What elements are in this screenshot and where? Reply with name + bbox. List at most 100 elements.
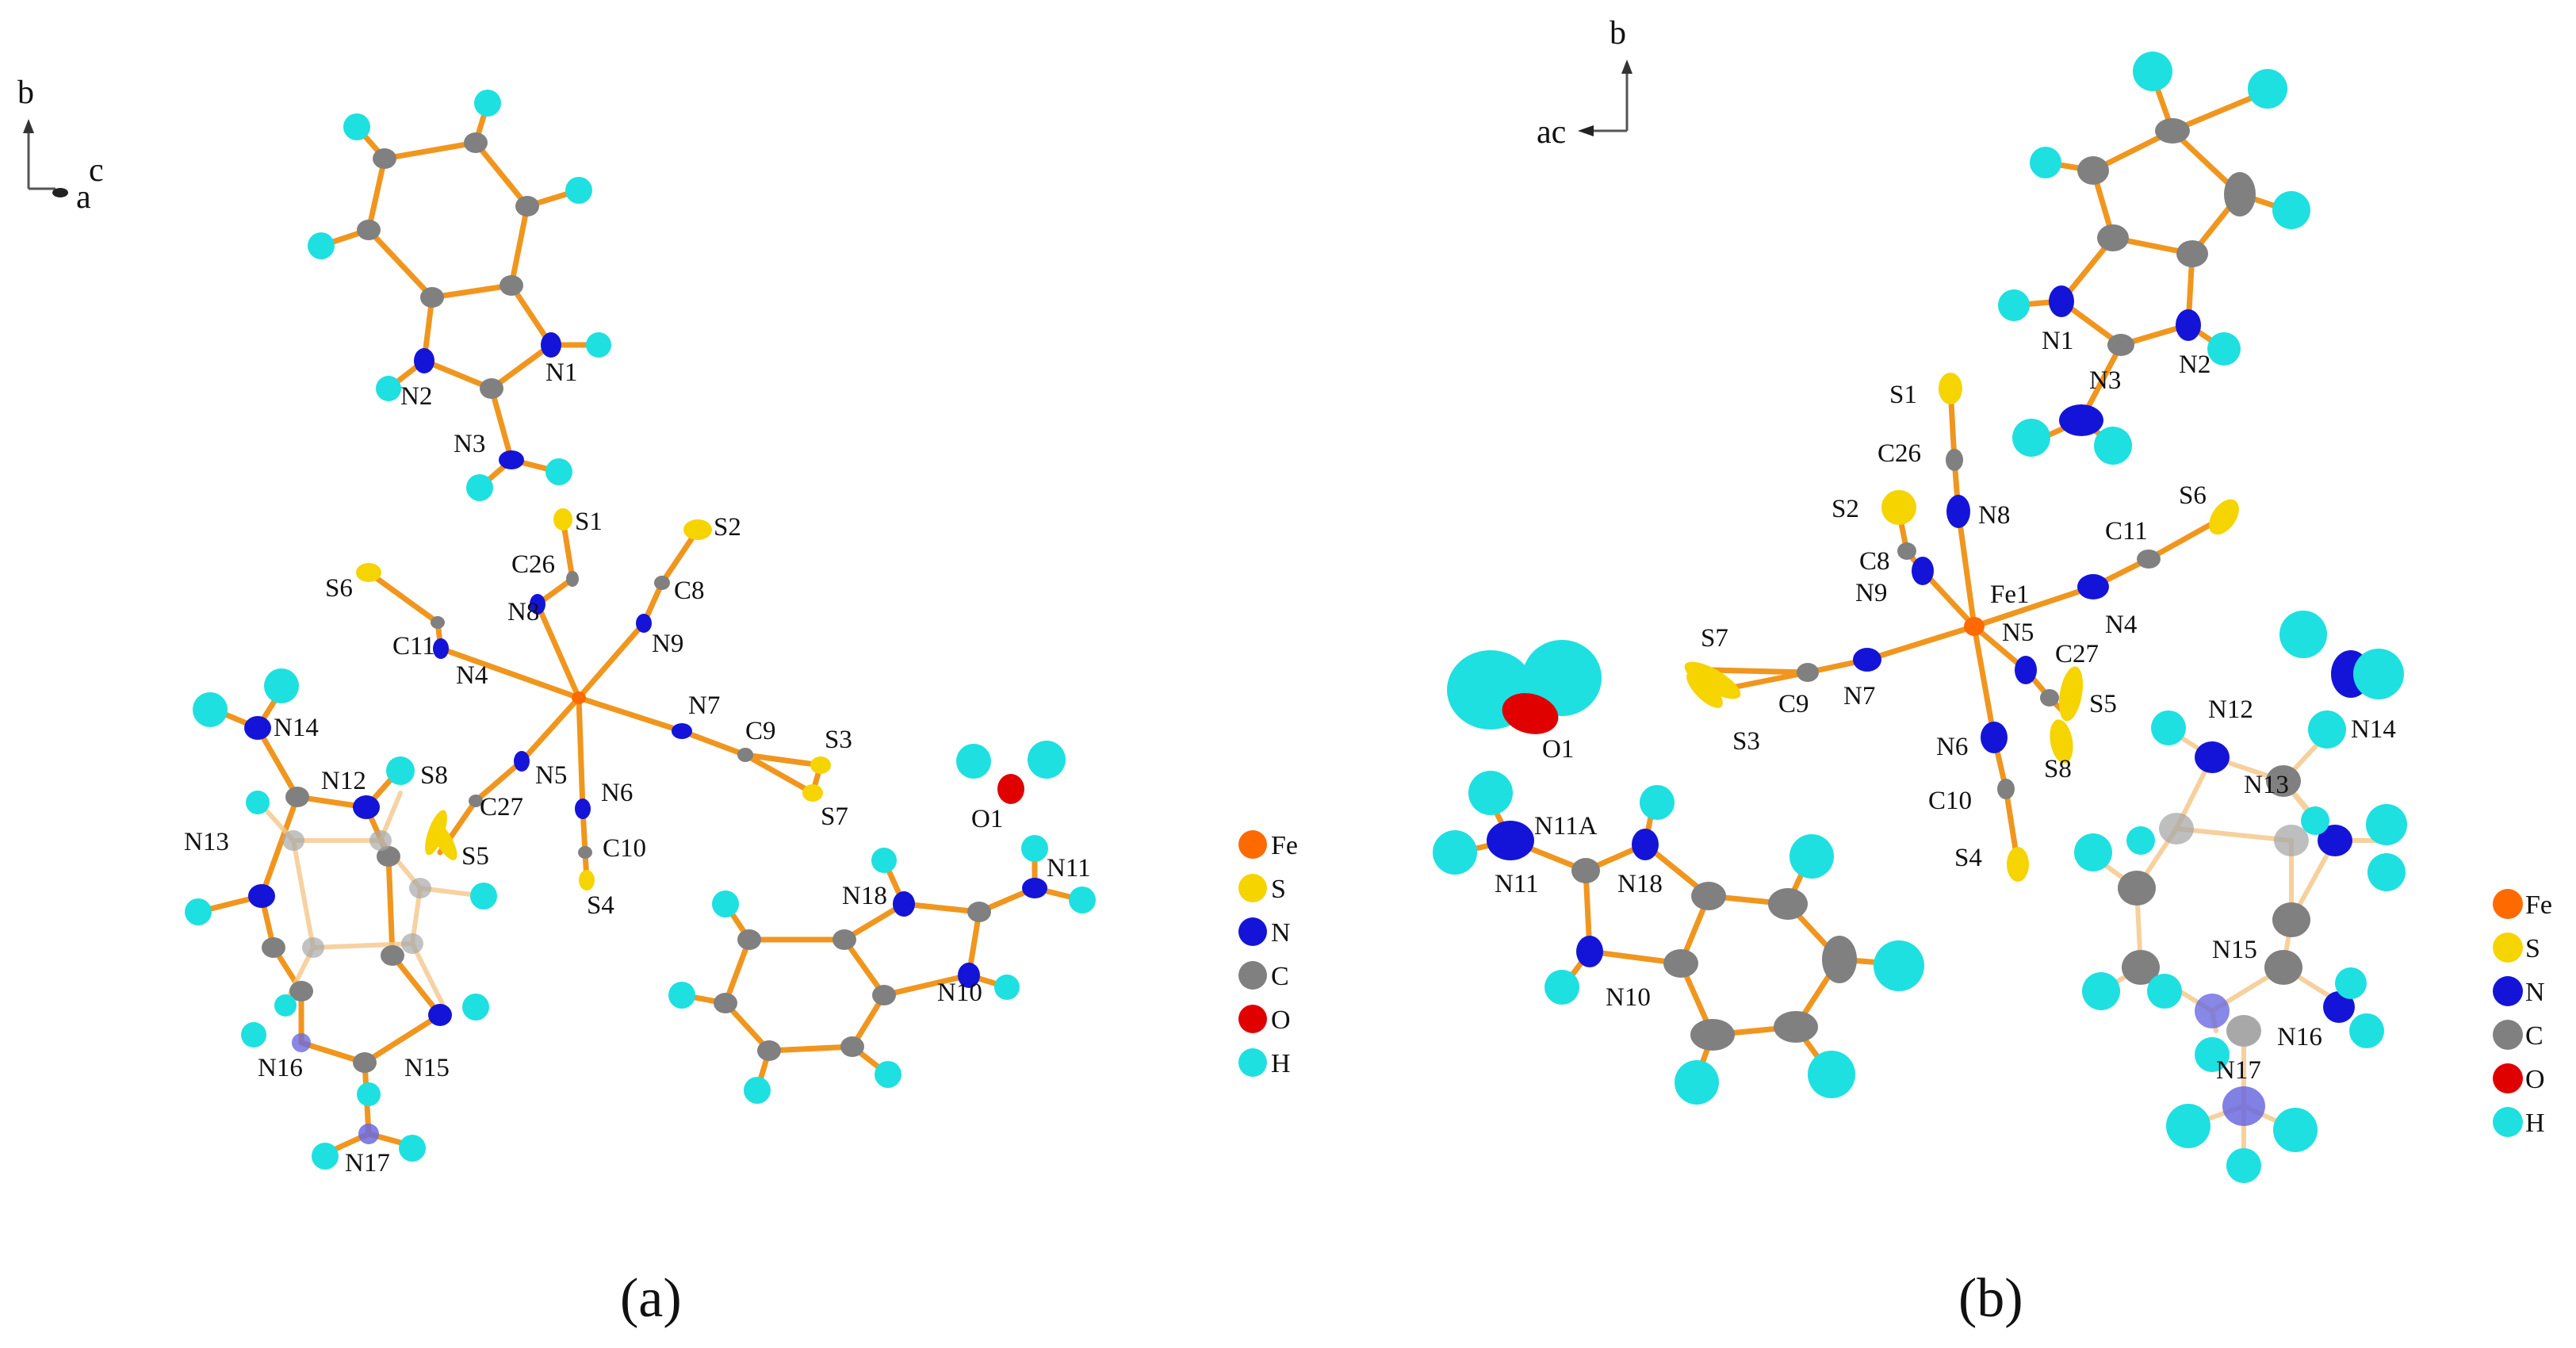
axis-indicator-b: b ac (1537, 15, 1632, 151)
label-b-N9: N9 (1855, 579, 1887, 607)
label-b-C10: C10 (1928, 787, 1972, 815)
label-b-C9: C9 (1778, 690, 1809, 718)
label-b-S2: S2 (1832, 495, 1859, 523)
label-a-N9: N9 (652, 630, 683, 658)
label-a-N8: N8 (507, 598, 539, 626)
bonds-b (1456, 72, 2291, 1082)
label-b-S3: S3 (1732, 727, 1760, 756)
label-a-N3: N3 (454, 430, 485, 458)
label-b-O1: O1 (1542, 735, 1574, 764)
legend-a-label-N: N (1271, 918, 1291, 948)
legend-a-swatch-S (1238, 874, 1267, 902)
label-a-N6: N6 (601, 779, 633, 807)
legend-b-swatch-O (2493, 1063, 2523, 1093)
label-a-N16: N16 (258, 1054, 303, 1082)
legend-b-label-Fe: Fe (2525, 890, 2552, 920)
axis-label-ac: ac (1537, 114, 1566, 151)
legend-a-label-H: H (1271, 1049, 1291, 1078)
legend-b-label-O: O (2525, 1065, 2545, 1094)
panel-b: b ac (1433, 15, 2552, 1329)
label-a-N13: N13 (184, 828, 229, 856)
label-a-O1: O1 (971, 805, 1003, 833)
label-b-N8: N8 (1978, 501, 2010, 530)
label-a-S4: S4 (587, 891, 614, 920)
label-b-N18: N18 (1617, 870, 1663, 898)
legend-a-swatch-Fe (1238, 830, 1267, 859)
label-a-C10: C10 (603, 834, 646, 863)
legend-b-swatch-C (2493, 1020, 2523, 1050)
label-b-C27: C27 (2055, 640, 2099, 668)
legend-b-swatch-N (2493, 976, 2523, 1006)
atoms-b (1433, 52, 2407, 1183)
legend-b-swatch-Fe (2493, 889, 2523, 919)
panel-caption-b: (b) (1958, 1268, 2023, 1329)
label-a-C9: C9 (745, 717, 776, 745)
label-a-N11: N11 (1047, 854, 1091, 883)
label-b-N11: N11 (1495, 870, 1539, 898)
label-a-N2: N2 (400, 382, 432, 411)
label-b-N15: N15 (2212, 936, 2257, 964)
label-a-N14: N14 (274, 714, 319, 742)
label-b-N16: N16 (2277, 1023, 2322, 1051)
axis-label-b2: b (1610, 15, 1626, 52)
label-b-N13: N13 (2244, 771, 2289, 799)
label-a-S7: S7 (821, 802, 848, 831)
atom-labels-b: N1 N3 N2 S1 C26 N8 S2 C8 N9 C11 S6 Fe1 N… (1495, 327, 2396, 1085)
label-a-S5: S5 (461, 842, 489, 871)
legend-b-label-N: N (2525, 978, 2545, 1007)
label-b-S4: S4 (1954, 844, 1982, 872)
label-a-N15: N15 (404, 1054, 450, 1082)
label-a-S8: S8 (420, 761, 448, 790)
label-b-C26: C26 (1877, 439, 1921, 468)
legend-a: Fe S N C O H (1238, 830, 1298, 1078)
legend-a-label-C: C (1271, 962, 1289, 991)
legend-a-label-S: S (1271, 875, 1286, 904)
label-b-Fe1: Fe1 (1990, 580, 2030, 609)
label-a-S6: S6 (325, 574, 353, 603)
axis-label-b: b (17, 75, 34, 111)
label-b-N6: N6 (1936, 733, 1968, 761)
label-a-S2: S2 (714, 513, 741, 542)
label-b-S5: S5 (2089, 690, 2117, 718)
label-b-N5: N5 (2002, 618, 2034, 647)
legend-b-swatch-S (2493, 932, 2523, 963)
label-b-S6: S6 (2179, 481, 2207, 510)
legend-a-swatch-C (1238, 961, 1267, 990)
label-b-N1: N1 (2042, 327, 2073, 355)
label-b-C8: C8 (1859, 547, 1890, 576)
label-b-N7: N7 (1843, 682, 1875, 710)
label-b-N17: N17 (2216, 1056, 2261, 1085)
legend-b-label-S: S (2525, 934, 2540, 963)
atom-labels-a: N1 N2 N3 S1 S2 C26 C8 S6 N8 N9 C11 N4 N7… (184, 358, 1091, 1178)
label-a-N7: N7 (688, 691, 720, 720)
label-b-S7: S7 (1701, 624, 1728, 653)
label-a-C8: C8 (674, 576, 705, 605)
label-b-N11A: N11A (1534, 812, 1598, 841)
legend-a-label-Fe: Fe (1271, 831, 1298, 860)
label-a-N5: N5 (535, 761, 567, 790)
axis-label-c: c (89, 152, 104, 189)
axis-indicator-a: b c a (17, 75, 104, 216)
label-b-S8: S8 (2044, 755, 2072, 783)
label-b-N4: N4 (2105, 611, 2137, 639)
label-a-N10: N10 (937, 978, 982, 1007)
axis-label-a: a (76, 179, 91, 216)
label-b-N2: N2 (2179, 350, 2210, 379)
label-a-S1: S1 (575, 507, 603, 536)
label-a-N17: N17 (345, 1149, 390, 1178)
label-a-C26: C26 (511, 550, 555, 579)
legend-b: Fe S N C O H (2493, 889, 2552, 1138)
label-a-N12: N12 (321, 767, 366, 795)
label-a-C11: C11 (392, 632, 435, 661)
legend-a-swatch-N (1238, 917, 1267, 946)
label-b-N14: N14 (2351, 715, 2396, 744)
label-a-C27: C27 (480, 793, 523, 821)
label-b-C11: C11 (2105, 517, 2148, 546)
legend-a-label-O: O (1271, 1005, 1291, 1035)
legend-b-label-C: C (2525, 1021, 2543, 1051)
panel-a: b c a (17, 75, 1298, 1329)
legend-b-swatch-H (2493, 1107, 2523, 1137)
label-b-N12: N12 (2208, 695, 2253, 724)
label-b-S1: S1 (1889, 381, 1917, 409)
